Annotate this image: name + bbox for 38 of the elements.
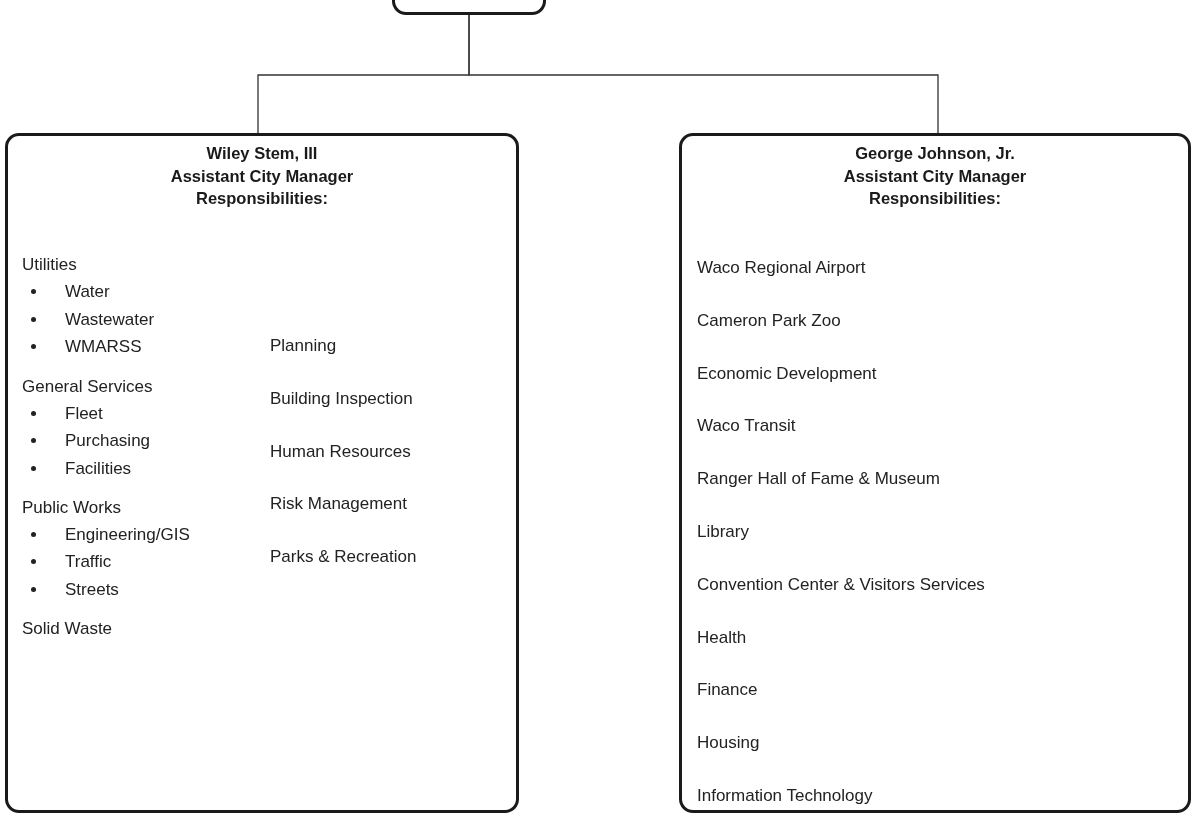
responsibility-item: Finance: [697, 680, 758, 701]
responsibility-item: Engineering/GIS: [65, 525, 190, 545]
responsibility-item: Fleet: [65, 404, 103, 424]
responsibility-item: General Services: [22, 377, 153, 397]
job-title: Assistant City Manager: [842, 166, 1028, 186]
connector-line: [468, 14, 939, 134]
responsibility-item: Risk Management: [270, 494, 407, 514]
responsibility-box: [5, 133, 519, 813]
responsibility-item: Building Inspection: [270, 389, 413, 409]
responsibility-item: Cameron Park Zoo: [697, 310, 841, 331]
manager-name: George Johnson, Jr.: [854, 144, 1016, 163]
responsibility-item: Health: [697, 627, 747, 648]
responsibility-item: Public Works: [22, 498, 121, 518]
responsibility-box: [679, 133, 1191, 813]
responsibility-item: Information Technology: [697, 786, 873, 806]
responsibility-item: Solid Waste: [22, 619, 113, 639]
responsibility-item: Planning: [270, 336, 337, 356]
job-title: Assistant City Manager: [169, 166, 355, 186]
responsibility-item: Library: [697, 522, 749, 542]
responsibility-item: Streets: [65, 580, 119, 600]
responsibility-item: Purchasing: [65, 431, 151, 451]
manager-name: Wiley Stem, III: [205, 144, 319, 163]
responsibility-item: Traffic: [65, 552, 112, 572]
responsibility-item: Housing: [697, 733, 760, 754]
responsibility-item: Convention Center & Visitors Services: [697, 574, 985, 595]
responsibility-item: Human Resources: [270, 442, 411, 462]
responsibility-item: WMARSS: [65, 337, 142, 357]
responsibility-item: Economic Development: [697, 363, 877, 384]
responsibility-item: Waco Transit: [697, 416, 796, 437]
responsibility-item: Utilities: [22, 255, 77, 275]
responsibility-item: Water: [65, 282, 110, 302]
section-heading: Responsibilities:: [195, 189, 329, 208]
responsibility-item: Ranger Hall of Fame & Museum: [697, 469, 940, 490]
responsibility-item: Facilities: [65, 459, 132, 479]
responsibility-item: Waco Regional Airport: [697, 258, 866, 278]
responsibility-item: Parks & Recreation: [270, 547, 417, 567]
responsibility-item: Wastewater: [65, 310, 155, 330]
section-heading: Responsibilities:: [868, 189, 1002, 208]
